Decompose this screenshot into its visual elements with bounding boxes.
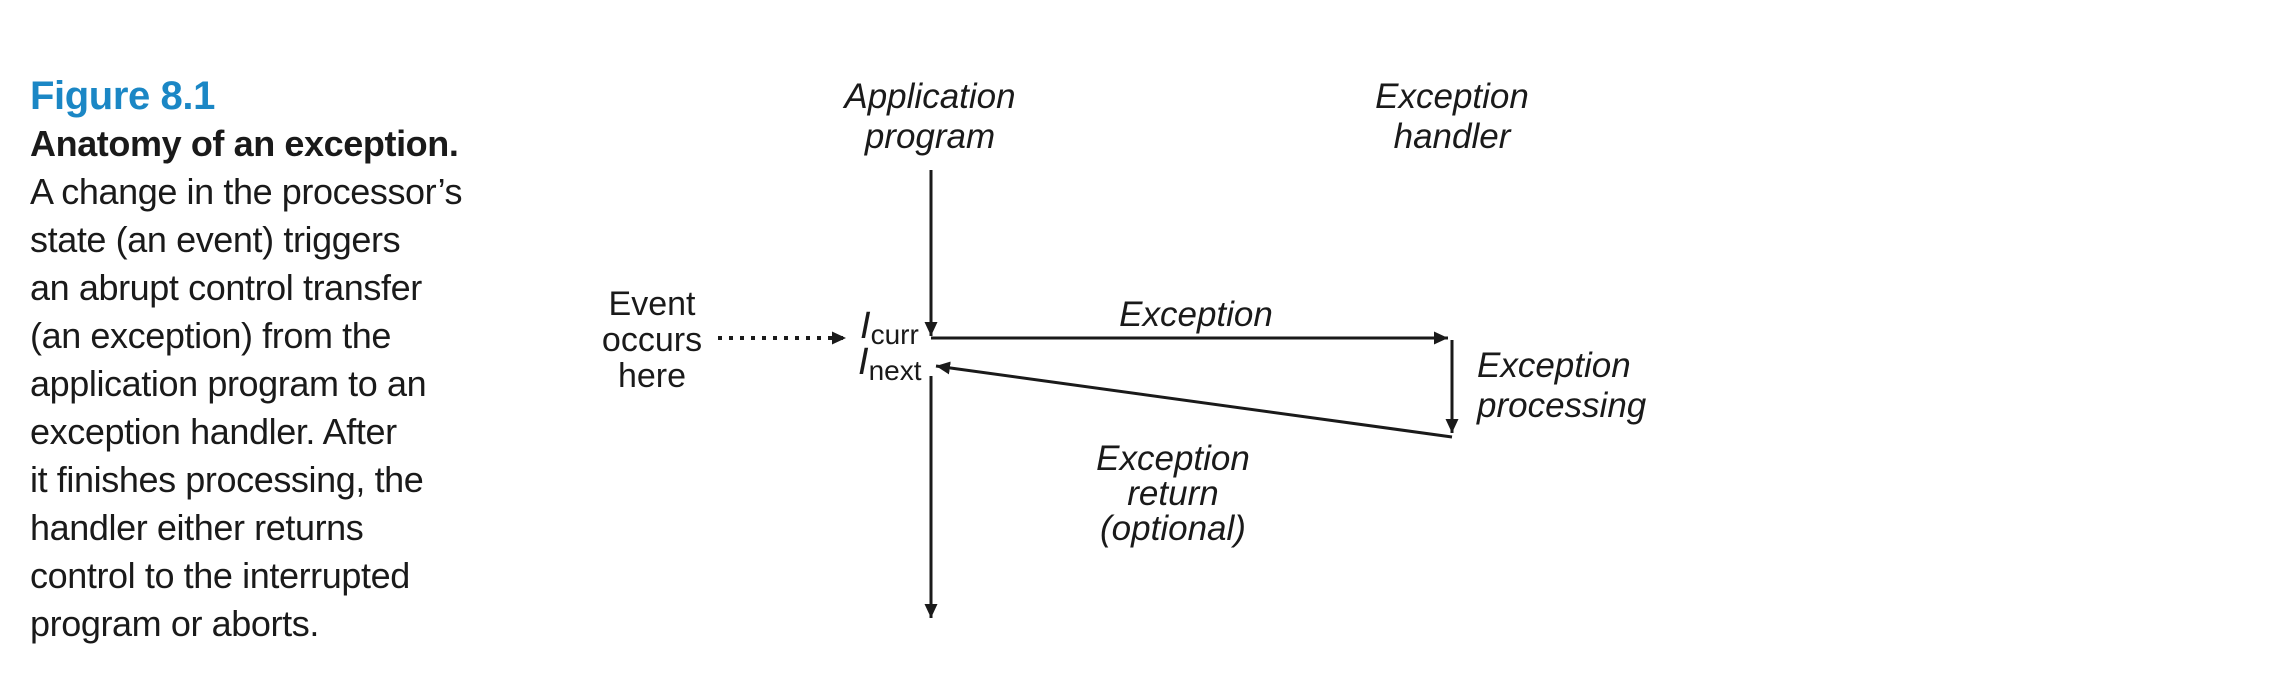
exception-handler-label: Exception <box>1375 77 1529 116</box>
caption-line: A change in the processor’s <box>30 171 463 212</box>
exception-return-label: return <box>1127 474 1218 513</box>
event-occurs-here-label: here <box>618 357 686 395</box>
exception-processing-label: Exception <box>1477 346 1631 385</box>
caption-line: state (an event) triggers <box>30 219 401 260</box>
figure-label: Figure 8.1 <box>30 74 215 118</box>
exception-processing-label: processing <box>1476 386 1647 425</box>
i-curr-label: Icurr <box>860 305 919 350</box>
caption-line: program or aborts. <box>30 603 319 644</box>
figure-caption: Figure 8.1 Anatomy of an exception. A ch… <box>30 72 530 648</box>
i-next-label: Inext <box>858 341 922 386</box>
event-occurs-here-label: Event <box>609 285 696 323</box>
caption-line: control to the interrupted <box>30 555 410 596</box>
caption-line: handler either returns <box>30 507 364 548</box>
caption-line: (an exception) from the <box>30 315 391 356</box>
exception-handler-label: handler <box>1394 117 1512 156</box>
caption-line: application program to an <box>30 363 427 404</box>
event-occurs-here-label: occurs <box>602 321 702 359</box>
caption-line: an abrupt control transfer <box>30 267 422 308</box>
figure-title: Anatomy of an exception. <box>30 123 459 164</box>
caption-line: exception handler. After <box>30 411 397 452</box>
exception-arrow-label: Exception <box>1119 295 1273 334</box>
exception-return-label: Exception <box>1096 439 1250 478</box>
exception-return-label: (optional) <box>1100 509 1246 548</box>
application-program-label: program <box>864 117 995 156</box>
caption-line: it finishes processing, the <box>30 459 424 500</box>
application-program-label: Application <box>842 77 1015 116</box>
exception-return-arrow <box>935 361 1453 439</box>
